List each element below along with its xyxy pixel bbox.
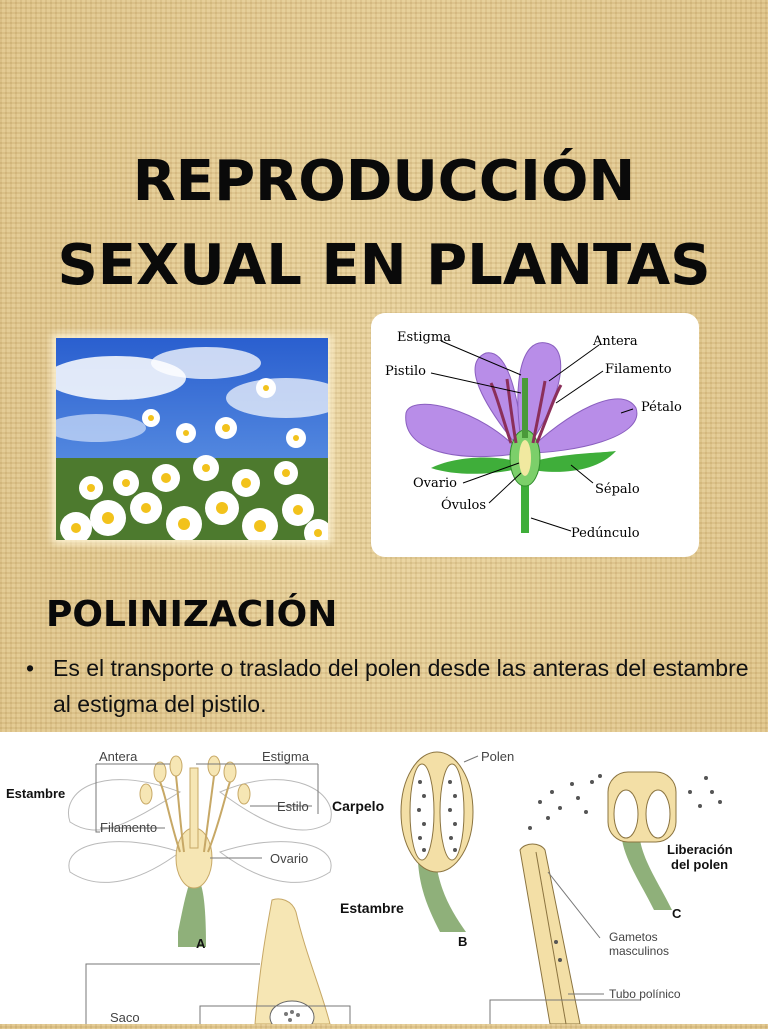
label-c-liberacion-1: Liberación xyxy=(667,842,733,857)
label-pistilo: Pistilo xyxy=(385,364,426,379)
label-a-estilo: Estilo xyxy=(277,799,309,814)
label-gametos-1: Gametos xyxy=(609,930,658,944)
label-filamento: Filamento xyxy=(605,362,672,377)
bullet-dot: • xyxy=(26,655,35,681)
label-c-letter: C xyxy=(672,906,682,921)
panel-a: Antera Estigma Estambre Estilo Carpelo F… xyxy=(6,749,384,951)
left-sepal xyxy=(431,457,523,474)
bullet-text: Es el transporte o traslado del polen de… xyxy=(53,655,749,717)
title-line-1: REPRODUCCIÓN xyxy=(132,149,636,214)
label-a-estigma: Estigma xyxy=(262,749,310,764)
flower-anatomy-diagram: Estigma Antera Pistilo Filamento Pétalo … xyxy=(371,313,699,557)
label-b-polen: Polen xyxy=(481,749,514,764)
label-pedunculo: Pedúnculo xyxy=(571,526,640,541)
ovules xyxy=(519,440,531,476)
ovule-detail: Saco xyxy=(85,898,351,1029)
title-line-2: SEXUAL EN PLANTAS xyxy=(57,233,711,298)
label-a-filamento: Filamento xyxy=(100,820,157,835)
label-petalo: Pétalo xyxy=(641,400,682,415)
slide-title: REPRODUCCIÓN SEXUAL EN PLANTAS xyxy=(0,140,768,308)
panel-c: Liberación del polen C xyxy=(528,771,733,921)
bullet-item: • Es el transporte o traslado del polen … xyxy=(26,650,761,722)
panel-b: Polen Estambre B xyxy=(340,749,514,949)
section-heading: POLINIZACIÓN xyxy=(46,594,338,635)
leader-lines xyxy=(430,340,634,532)
label-ovulos: Óvulos xyxy=(441,496,486,513)
pistil-style xyxy=(522,378,528,438)
left-petal xyxy=(405,403,522,458)
daisy-photo xyxy=(56,338,328,540)
label-a-antera: Antera xyxy=(99,749,138,764)
pollen-tube: Gametos masculinos Tubo polínico xyxy=(489,843,681,1025)
label-ovario: Ovario xyxy=(413,476,457,491)
pollination-diagram: Antera Estigma Estambre Estilo Carpelo F… xyxy=(0,732,768,1029)
label-estigma: Estigma xyxy=(397,330,451,345)
label-a-carpelo: Carpelo xyxy=(332,798,384,814)
label-b-estambre: Estambre xyxy=(340,900,404,916)
stamens xyxy=(489,378,563,444)
label-antera: Antera xyxy=(592,334,638,349)
peduncle-stem xyxy=(521,473,529,533)
right-sepal xyxy=(527,451,616,472)
label-saco: Saco xyxy=(110,1010,140,1024)
label-b-letter: B xyxy=(458,934,467,949)
label-a-ovario: Ovario xyxy=(270,851,308,866)
label-c-liberacion-2: del polen xyxy=(671,857,728,872)
label-sepalo: Sépalo xyxy=(595,482,640,497)
daisy-field-image xyxy=(56,338,328,540)
label-gametos-2: masculinos xyxy=(609,944,669,958)
right-petal xyxy=(524,398,638,454)
label-a-estambre: Estambre xyxy=(6,786,65,801)
label-tubo-polinico: Tubo polínico xyxy=(609,987,681,1001)
label-a-letter: A xyxy=(196,936,206,951)
